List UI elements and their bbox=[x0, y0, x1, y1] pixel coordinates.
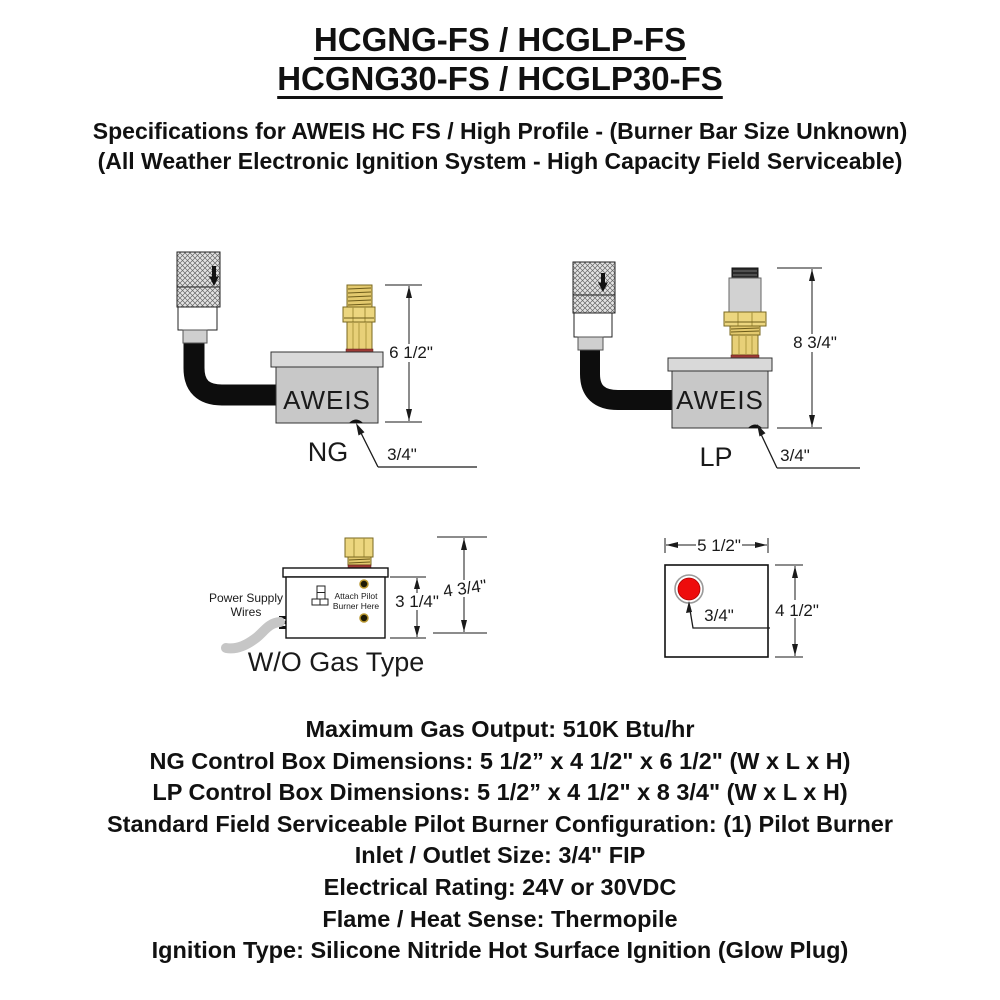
pilot-hole-leader: 3/4" bbox=[686, 601, 770, 629]
lp-hose bbox=[580, 345, 674, 410]
lp-gas-type-label: LP bbox=[699, 442, 732, 472]
power-wires-line-2: Wires bbox=[231, 605, 262, 619]
lp-box-label: AWEIS bbox=[676, 385, 764, 415]
spec-electrical-rating: Electrical Rating: 24V or 30VDC bbox=[323, 873, 677, 900]
pilot-hole-dim-label: 3/4" bbox=[704, 606, 734, 625]
spec-list: Maximum Gas Output: 510K Btu/hr NG Contr… bbox=[0, 714, 1000, 967]
subtitle-line-2: (All Weather Electronic Ignition System … bbox=[97, 148, 903, 174]
lp-outlet-leader: 3/4" bbox=[757, 424, 860, 469]
spec-inlet-outlet-size: Inlet / Outlet Size: 3/4" FIP bbox=[354, 842, 646, 869]
pilot-screw-top bbox=[359, 579, 369, 589]
fs-control-box: Attach Pilot Burner Here bbox=[282, 567, 389, 639]
fs-total-height-dimension: 4 3/4" bbox=[433, 536, 489, 634]
lp-igniter bbox=[572, 261, 616, 351]
fs-body-height-dimension: 3 1/4" bbox=[390, 576, 440, 639]
lp-height-dim-label: 8 3/4" bbox=[793, 333, 837, 352]
top-view-width-dimension: 5 1/2" bbox=[664, 536, 769, 555]
title-line-1: HCGNG-FS / HCGLP-FS bbox=[313, 21, 687, 58]
power-supply-wires: Power Supply Wires bbox=[209, 591, 286, 654]
subtitle-line-1: Specifications for AWEIS HC FS / High Pr… bbox=[92, 118, 908, 144]
ng-igniter bbox=[176, 251, 221, 344]
field-serviceable-diagram: Attach Pilot Burner Here Power Supply Wi… bbox=[209, 536, 489, 677]
ng-box-label: AWEIS bbox=[283, 385, 371, 415]
ng-height-dimension: 6 1/2" bbox=[385, 284, 435, 423]
field-serviceable-caption: W/O Gas Type bbox=[248, 647, 425, 677]
spec-ng-box-dimensions: NG Control Box Dimensions: 5 1/2” x 4 1/… bbox=[149, 747, 851, 774]
attach-pilot-line-2: Burner Here bbox=[333, 601, 380, 611]
ng-outlet-notch bbox=[349, 419, 363, 423]
ng-outlet-dim-label: 3/4" bbox=[387, 445, 417, 464]
spec-ignition-type: Ignition Type: Silicone Nitride Hot Surf… bbox=[151, 937, 849, 964]
ng-diagram: AWEIS 6 1/2" 3/4" NG bbox=[176, 251, 477, 468]
lp-height-dimension: 8 3/4" bbox=[777, 267, 840, 429]
ng-height-dim-label: 6 1/2" bbox=[389, 343, 433, 362]
ng-control-box: AWEIS bbox=[270, 351, 384, 424]
spec-flame-heat-sense: Flame / Heat Sense: Thermopile bbox=[322, 905, 678, 932]
top-view-width-dim-label: 5 1/2" bbox=[697, 536, 741, 555]
ng-igniter-mark bbox=[209, 266, 219, 286]
page-subtitle: Specifications for AWEIS HC FS / High Pr… bbox=[0, 116, 1000, 176]
lp-diagram: AWEIS 8 3/4" 3/4" LP bbox=[572, 261, 860, 472]
lp-outlet-dim-label: 3/4" bbox=[780, 446, 810, 465]
spec-max-gas-output: Maximum Gas Output: 510K Btu/hr bbox=[305, 716, 695, 742]
lp-regulator-fitting bbox=[723, 267, 767, 359]
fs-total-height-dim-label: 4 3/4" bbox=[442, 576, 488, 601]
pilot-connector-icon bbox=[311, 585, 329, 606]
lp-igniter-mark bbox=[598, 273, 608, 292]
lp-control-box: AWEIS bbox=[667, 357, 773, 429]
ng-brass-fitting bbox=[342, 284, 376, 353]
top-view-diagram: 5 1/2" 4 1/2" 3/4" bbox=[664, 536, 820, 658]
power-wires-line-1: Power Supply bbox=[209, 591, 283, 605]
fs-brass-fitting bbox=[344, 537, 374, 569]
ng-outlet-leader: 3/4" bbox=[356, 423, 477, 468]
top-view-length-dimension: 4 1/2" bbox=[774, 564, 820, 658]
pilot-screw-bottom bbox=[359, 613, 369, 623]
top-view-length-dim-label: 4 1/2" bbox=[775, 601, 819, 620]
ng-hose bbox=[183, 338, 278, 406]
spec-lp-box-dimensions: LP Control Box Dimensions: 5 1/2” x 4 1/… bbox=[152, 779, 848, 806]
ng-gas-type-label: NG bbox=[308, 437, 349, 467]
title-line-2: HCGNG30-FS / HCGLP30-FS bbox=[277, 60, 723, 97]
pilot-hole bbox=[677, 577, 701, 601]
page-title: HCGNG-FS / HCGLP-FS HCGNG30-FS / HCGLP30… bbox=[0, 20, 1000, 98]
spec-pilot-configuration: Standard Field Serviceable Pilot Burner … bbox=[106, 810, 894, 837]
attach-pilot-line-1: Attach Pilot bbox=[335, 591, 379, 601]
fs-body-height-dim-label: 3 1/4" bbox=[395, 592, 439, 611]
